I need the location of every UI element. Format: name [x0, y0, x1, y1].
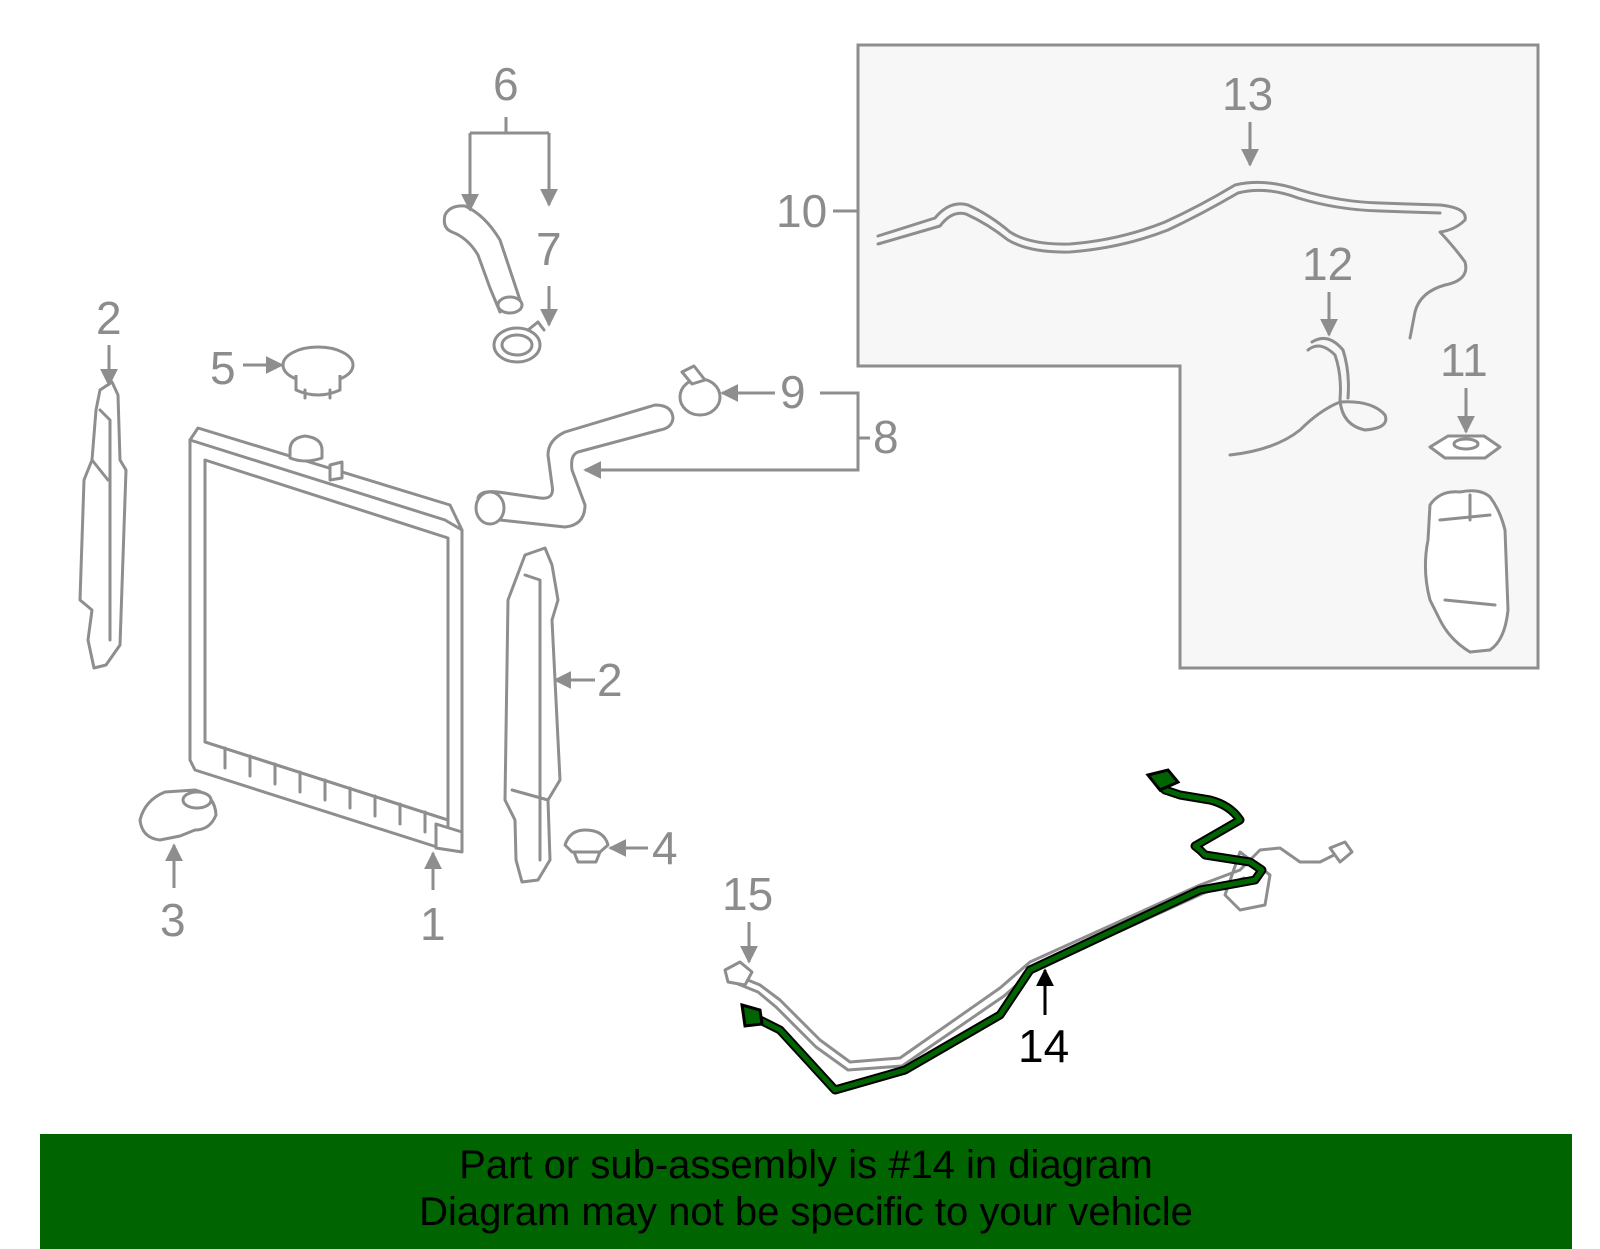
- parts-diagram: 1 2 2 3 4 5 6 7 8 9 10 11 12 13 14 15: [78, 43, 1540, 1095]
- caption-line-1: Part or sub-assembly is #14 in diagram: [459, 1143, 1153, 1187]
- connector-fitting-right: [1328, 840, 1354, 864]
- part-9-clamp: [678, 364, 722, 417]
- part-15-fitting: [723, 960, 754, 987]
- callout-15: 15: [722, 868, 773, 920]
- part-5-radiator-cap: [281, 345, 355, 400]
- callout-14: 14: [1018, 1020, 1069, 1072]
- part-4-grommet: [563, 828, 610, 864]
- part-2-right-bracket: [503, 546, 562, 884]
- callout-9: 9: [780, 366, 806, 418]
- part-12-hose: [1228, 336, 1388, 457]
- part-1-radiator: [188, 426, 464, 854]
- leader-6: [468, 117, 549, 210]
- part-13-hose: [876, 180, 1468, 340]
- callout-12: 12: [1302, 238, 1353, 290]
- callout-10: 10: [776, 185, 827, 237]
- callout-11: 11: [1440, 334, 1488, 386]
- callout-2b: 2: [597, 654, 623, 706]
- leader-8: [585, 391, 870, 472]
- inset-panel: [856, 43, 1540, 670]
- part-8-lower-hose: [474, 403, 675, 529]
- callout-7: 7: [536, 223, 562, 275]
- part-2-left-bracket: [78, 380, 128, 670]
- part-3-mount: [138, 788, 218, 842]
- callout-4: 4: [652, 822, 678, 874]
- callout-5: 5: [210, 342, 236, 394]
- callout-13: 13: [1222, 68, 1273, 120]
- part-15-line: [736, 846, 1342, 1064]
- caption-banner: Part or sub-assembly is #14 in diagram D…: [40, 1134, 1572, 1249]
- part-11-cap: [1428, 434, 1502, 460]
- callout-6: 6: [493, 58, 519, 110]
- part-6-upper-hose: [442, 204, 524, 315]
- coolant-reservoir: [1423, 489, 1510, 654]
- callout-8: 8: [873, 411, 899, 463]
- part-14-line: [740, 768, 1267, 1095]
- caption-line-2: Diagram may not be specific to your vehi…: [419, 1190, 1193, 1234]
- callout-2a: 2: [96, 292, 122, 344]
- callout-1: 1: [420, 898, 446, 950]
- callout-3: 3: [160, 894, 186, 946]
- part-7-clamp: [492, 320, 546, 364]
